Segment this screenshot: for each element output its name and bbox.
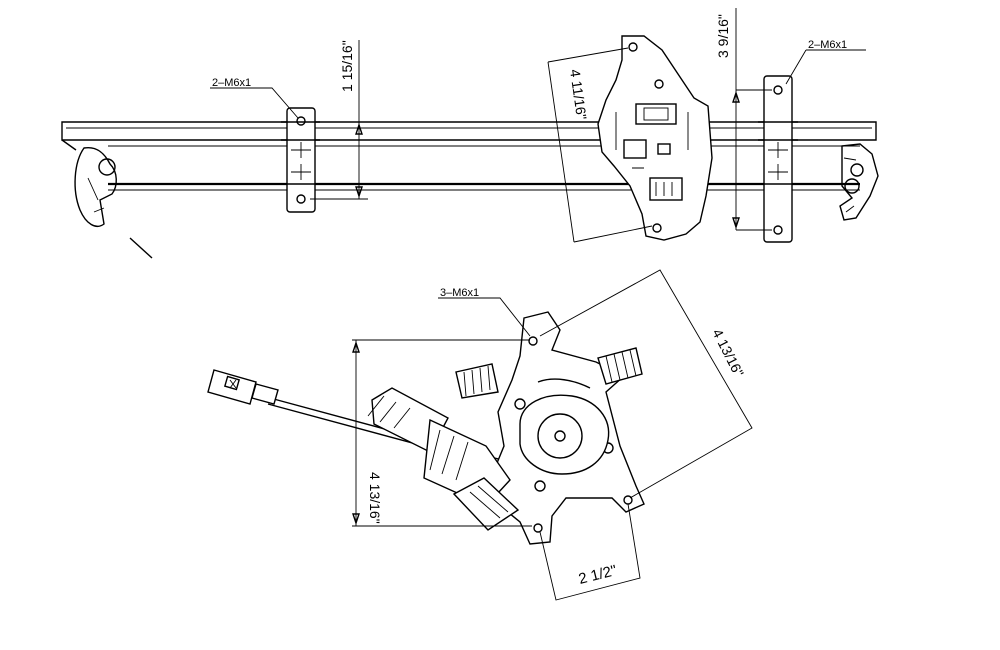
dimension-carrier-height: 4 11/16" xyxy=(567,68,590,120)
spring-clip-left xyxy=(455,363,499,399)
dimension-motor-width: 4 13/16" xyxy=(709,326,747,379)
dimension-left-bracket-span: 1 15/16" xyxy=(339,40,355,92)
spring-clip-right xyxy=(597,347,643,385)
dimension-lines xyxy=(210,8,866,601)
annotation-right-bolt: 2–M6x1 xyxy=(808,39,847,51)
rail-left-end-fitting xyxy=(74,146,153,259)
glass-carrier-plate xyxy=(597,35,713,241)
left-mounting-bracket xyxy=(281,107,320,213)
motor-housing xyxy=(367,387,520,531)
rail-right-end-fitting xyxy=(839,143,879,221)
dimension-right-bracket-span: 3 9/16" xyxy=(715,14,731,58)
annotation-motor-bolt: 3–M6x1 xyxy=(440,287,479,299)
electrical-connector xyxy=(207,369,279,405)
drive-drum xyxy=(519,394,610,475)
regulator-rail xyxy=(61,121,877,191)
annotation-left-bolt: 2–M6x1 xyxy=(212,77,251,89)
dimension-motor-offset: 2 1/2" xyxy=(577,562,619,588)
dimension-motor-height: 4 13/16" xyxy=(367,472,383,524)
right-mounting-bracket xyxy=(758,75,798,243)
